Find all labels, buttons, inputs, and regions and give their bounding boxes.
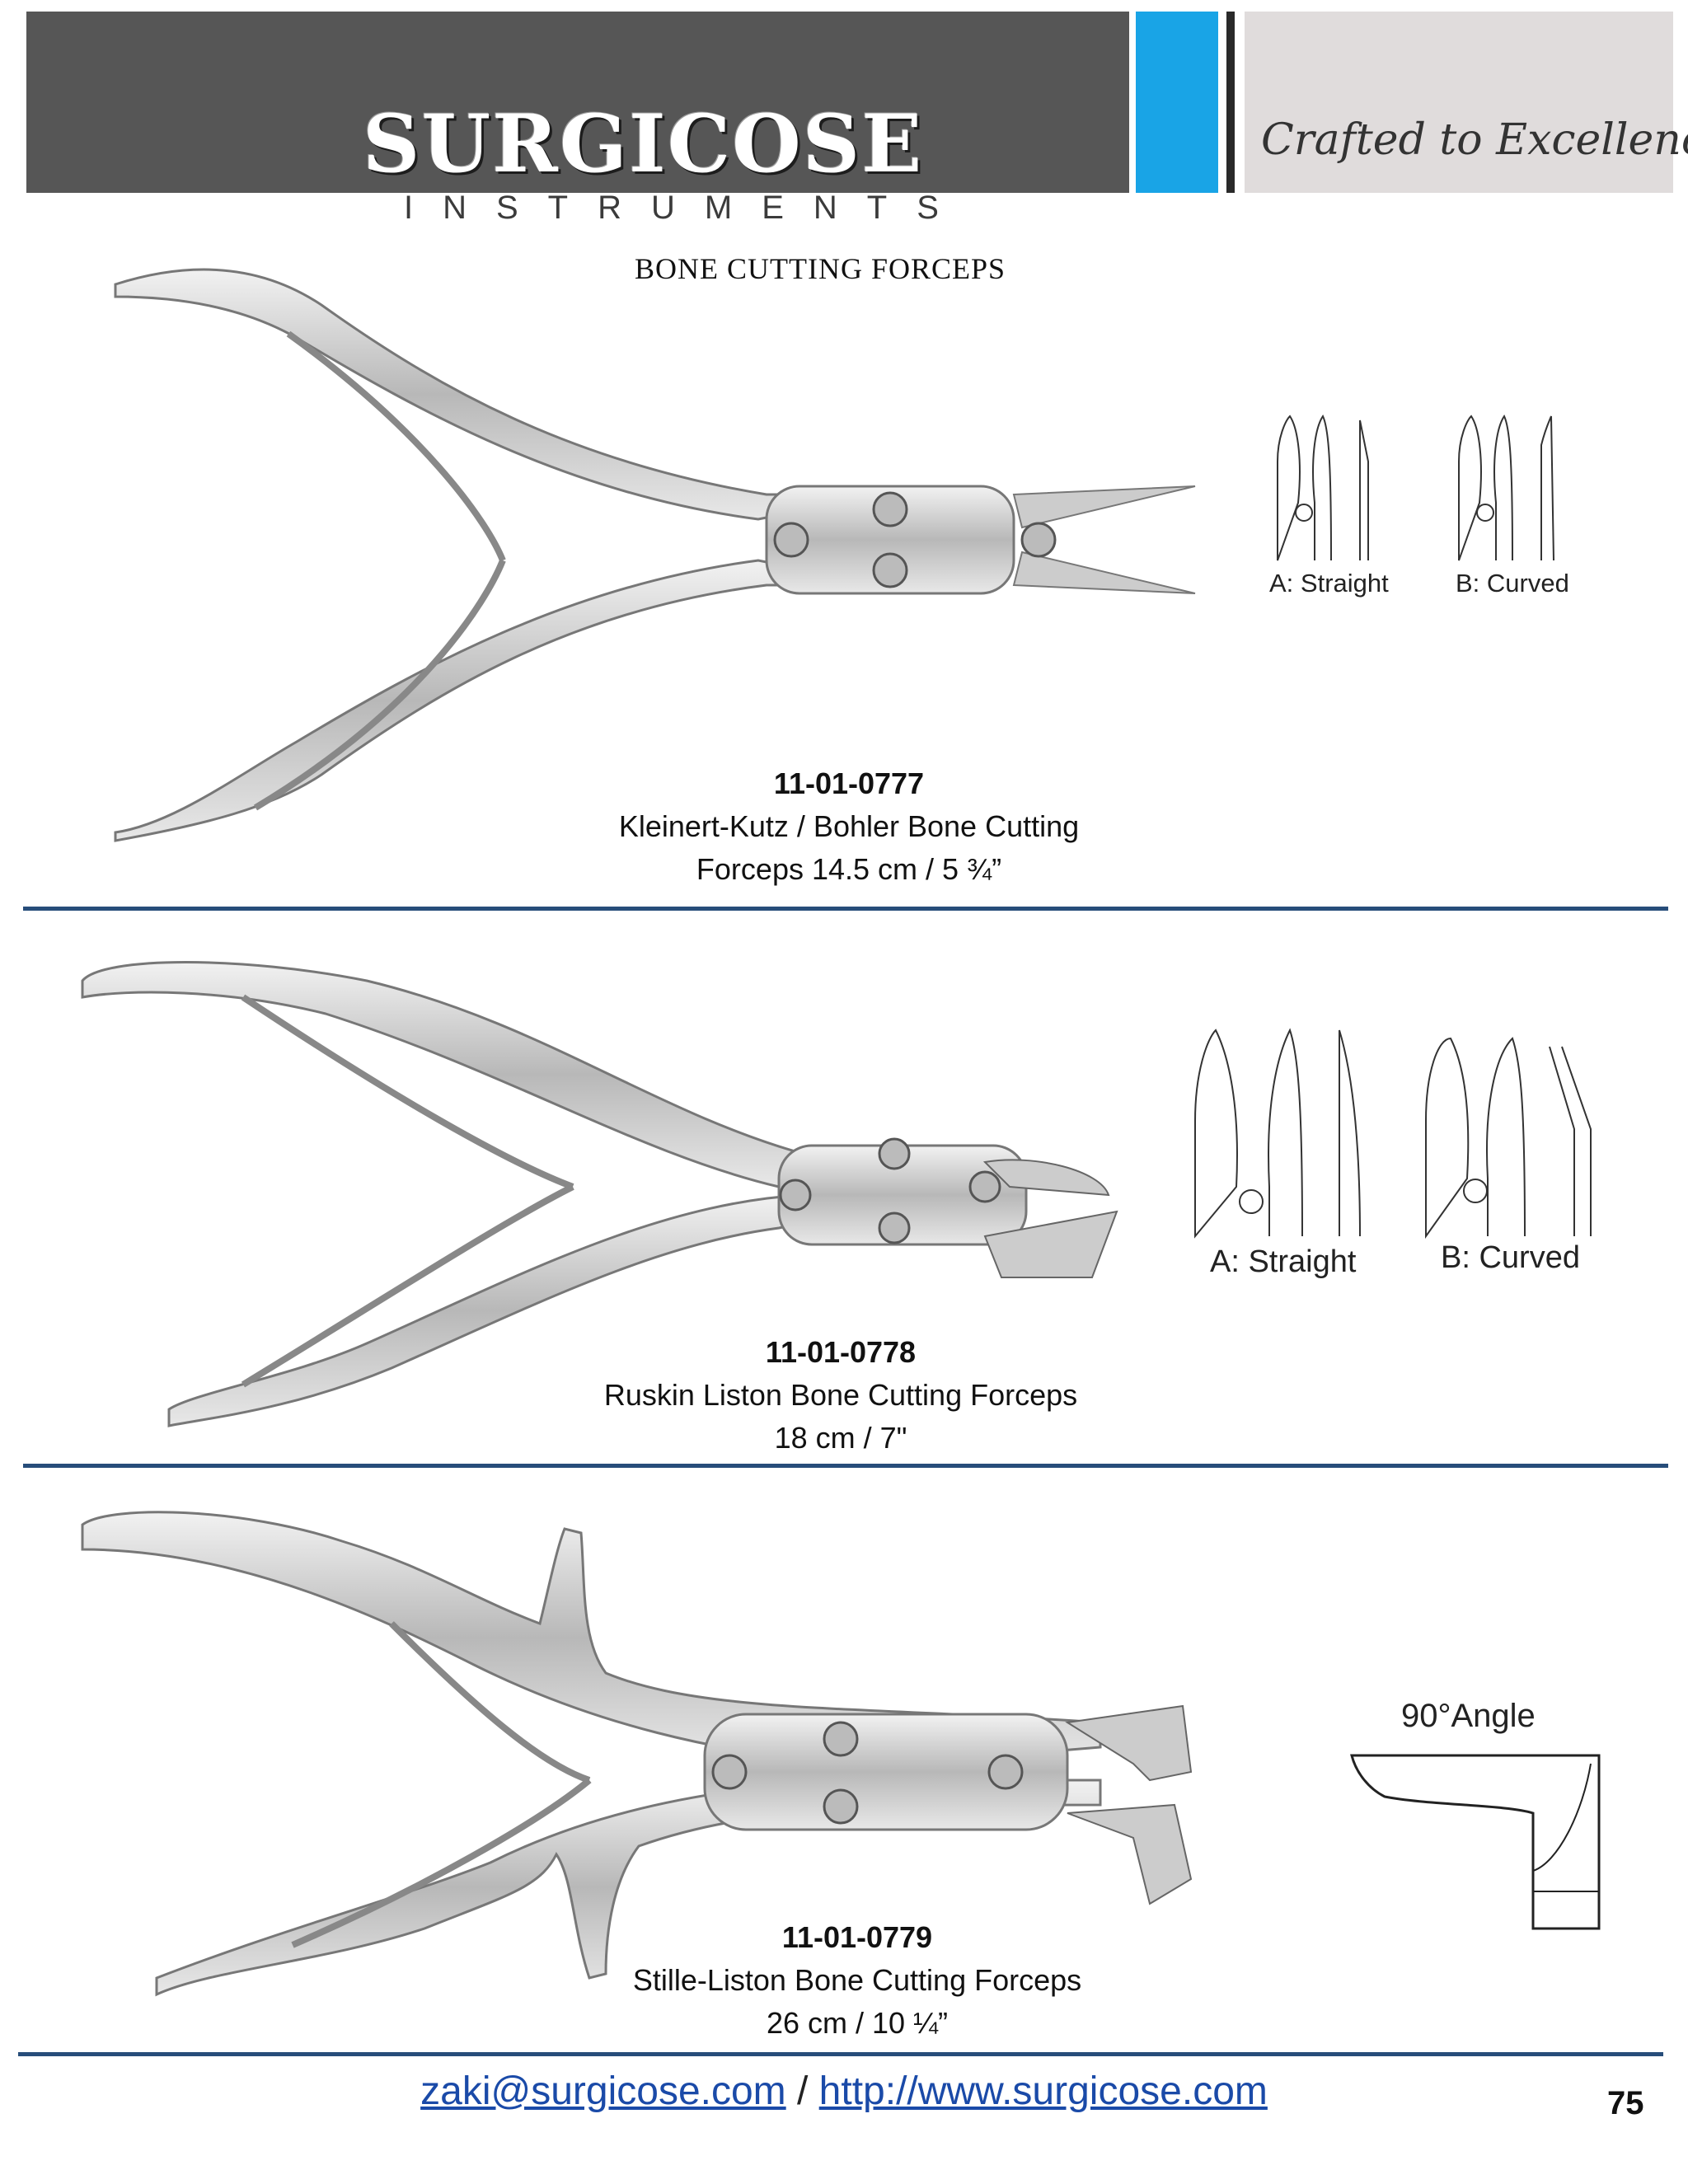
product-name-line2: Forceps 14.5 cm / 5 ¾” [696,852,1002,886]
header-separator [1226,12,1235,193]
product-name-line2: 18 cm / 7" [774,1421,907,1455]
section-divider [23,907,1668,911]
page-number: 75 [1607,2085,1644,2121]
footer-contact: zaki@surgicose.com / http://www.surgicos… [0,2069,1688,2114]
product-image-forceps-3 [81,1511,1193,1997]
product-name-line1: Stille-Liston Bone Cutting Forceps [632,1963,1082,1997]
product-image-forceps-2 [81,961,1118,1427]
website-link[interactable]: http://www.surgicose.com [818,2069,1268,2113]
brand-tagline: Crafted to Excellence [1261,115,1688,165]
product-code: 11-01-0778 [765,1335,917,1369]
header-banner [26,12,1129,193]
tip-label-straight: A: Straight [1269,569,1389,598]
footer-separator: / [785,2069,819,2113]
section-divider [23,1464,1668,1468]
product-name-line1: Ruskin Liston Bone Cutting Forceps [603,1378,1078,1412]
page-title: BONE CUTTING FORCEPS [635,252,1006,285]
angle-label: 90°Angle [1401,1698,1536,1734]
tip-label-straight: A: Straight [1210,1244,1357,1279]
product-code: 11-01-0779 [781,1920,933,1954]
tip-label-curved: B: Curved [1456,569,1569,598]
header-tagline-panel [1245,12,1673,193]
angle-diagram [1350,1754,1601,1930]
product-caption-3: 11-01-0779 Stille-Liston Bone Cutting Fo… [486,1916,1228,2045]
product-image-forceps-1 [114,268,1196,842]
section-divider [18,2052,1663,2056]
email-link[interactable]: zaki@surgicose.com [420,2069,786,2113]
product-name-line1: Kleinert-Kutz / Bohler Bone Cutting [618,809,1080,843]
header-accent-bar [1136,12,1218,193]
tip-label-curved: B: Curved [1441,1240,1580,1275]
brand-subtitle: INSTRUMENTS [404,190,968,226]
product-code: 11-01-0777 [773,766,925,800]
tip-diagram-1 [1277,414,1554,561]
product-caption-2: 11-01-0778 Ruskin Liston Bone Cutting Fo… [470,1331,1212,1460]
brand-logo: SURGICOSE [363,97,924,190]
product-name-line2: 26 cm / 10 ¼” [766,2006,949,2040]
tip-diagram-2 [1194,1028,1592,1240]
product-caption-1: 11-01-0777 Kleinert-Kutz / Bohler Bone C… [478,762,1220,891]
